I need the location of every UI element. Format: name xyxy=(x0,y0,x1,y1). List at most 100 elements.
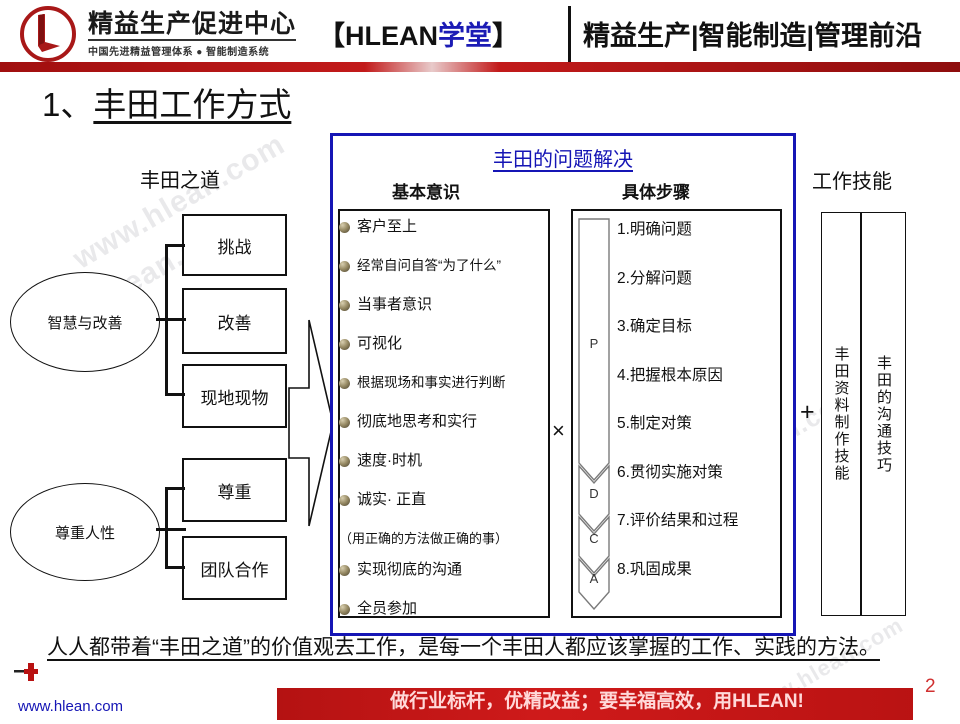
logo-subtitle: 中国先进精益管理体系 ● 智能制造系统 xyxy=(88,47,270,58)
awareness-item-label: 当事者意识 xyxy=(357,296,433,313)
connector-respect-branch-2 xyxy=(165,566,185,569)
footer-banner-tail xyxy=(913,688,960,720)
left-box-genchi: 现地现物 xyxy=(182,364,287,428)
left-box-respect: 尊重 xyxy=(182,458,287,522)
bullet-icon xyxy=(339,604,350,615)
page-number: 2 xyxy=(925,676,936,697)
awareness-item: （用正确的方法做正确的事） xyxy=(339,527,544,555)
connector-respect-spine xyxy=(165,487,168,569)
bracket-left: 【 xyxy=(318,21,345,51)
page-header: 精益生产促进中心 中国先进精益管理体系 ● 智能制造系统 【HLEAN学堂】 精… xyxy=(0,0,960,72)
pdca-label-a: A xyxy=(589,571,599,586)
awareness-item: 彻底地思考和实行 xyxy=(339,410,544,446)
footer-site-url: www.hlean.com xyxy=(18,698,124,715)
step-item: 1.明确问题 xyxy=(617,221,692,238)
title-number: 1、 xyxy=(42,86,94,123)
left-circle-wisdom-label: 智慧与改善 xyxy=(47,314,123,332)
awareness-item-label: 诚实· 正直 xyxy=(357,491,427,508)
step-item: 8.巩固成果 xyxy=(617,560,692,578)
title-text: 丰田工作方式 xyxy=(93,86,292,123)
awareness-item: 可视化 xyxy=(339,332,544,368)
awareness-item-label: 全员参加 xyxy=(357,600,418,617)
operator-plus: + xyxy=(800,398,815,426)
awareness-item: 经常自问自答“为了什么” xyxy=(339,254,544,290)
left-circle-respect-humanity-label: 尊重人性 xyxy=(54,524,115,542)
bullet-icon xyxy=(339,456,350,467)
step-item: 7.评价结果和过程 xyxy=(617,512,739,529)
left-box-teamwork-label: 团队合作 xyxy=(200,560,269,580)
awareness-item-label: （用正确的方法做正确的事） xyxy=(339,531,509,546)
left-box-challenge-label: 挑战 xyxy=(217,237,252,257)
connector-wisdom-spine xyxy=(165,244,168,396)
right-section-label: 工作技能 xyxy=(812,171,892,193)
connector-respect-stem xyxy=(156,528,186,531)
awareness-item: 诚实· 正直 xyxy=(339,488,544,524)
awareness-item: 实现彻底的沟通 xyxy=(339,558,544,594)
awareness-box xyxy=(338,209,550,618)
brand-lean: LEAN xyxy=(364,21,439,51)
bullet-icon xyxy=(339,417,350,428)
awareness-item-label: 彻底地思考和实行 xyxy=(357,413,478,430)
header-red-bar xyxy=(0,62,960,72)
pdca-label-d: D xyxy=(589,486,599,501)
left-section-label: 丰田之道 xyxy=(140,170,220,192)
step-item: 3.确定目标 xyxy=(617,318,692,335)
right-box-doc-skill: 丰田资料制作技能 xyxy=(821,212,861,616)
logo-rule xyxy=(88,39,297,41)
step-item: 2.分解问题 xyxy=(617,269,692,287)
awareness-item: 客户至上 xyxy=(339,215,544,251)
header-tagline: 精益生产|智能制造|管理前沿 xyxy=(583,21,923,51)
step-item: 5.制定对策 xyxy=(617,415,692,432)
logo-icon xyxy=(18,6,80,62)
awareness-item-label: 客户至上 xyxy=(357,218,418,235)
center-col-head-awareness: 基本意识 xyxy=(392,183,460,202)
left-box-teamwork: 团队合作 xyxy=(182,536,287,600)
awareness-item-label: 根据现场和事实进行判断 xyxy=(357,375,506,390)
connector-wisdom-branch-1 xyxy=(165,244,185,247)
center-panel-title: 丰田的问题解决 xyxy=(493,149,633,171)
left-box-kaizen-label: 改善 xyxy=(217,313,252,333)
conclusion-text: 人人都带着“丰田之道”的价值观去工作，是每一个丰田人都应该掌握的工作、实践的方法… xyxy=(47,636,880,659)
awareness-item: 根据现场和事实进行判断 xyxy=(339,371,544,407)
bullet-icon xyxy=(339,378,350,389)
footer-banner xyxy=(277,688,942,720)
pdca-label-p: P xyxy=(589,336,599,351)
left-box-respect-label: 尊重 xyxy=(217,482,252,502)
brand-cn: 学堂 xyxy=(438,21,492,51)
awareness-item-label: 速度·时机 xyxy=(357,452,422,469)
bracket-right: 】 xyxy=(492,21,519,51)
footer-banner-text: 做行业标杆，优精改益；要幸福高效，用HLEAN! xyxy=(390,691,804,712)
connector-wisdom-branch-3 xyxy=(165,393,185,396)
bullet-icon xyxy=(339,565,350,576)
right-box-communication-skill: 丰田的沟通技巧 xyxy=(861,212,906,616)
left-box-challenge: 挑战 xyxy=(182,214,287,276)
step-item: 4.把握根本原因 xyxy=(617,366,723,384)
left-circle-wisdom: 智慧与改善 xyxy=(10,272,160,372)
operator-times: × xyxy=(552,418,565,443)
bullet-icon xyxy=(339,222,350,233)
pdca-arrow: P D C A xyxy=(578,218,610,610)
center-col-head-steps: 具体步骤 xyxy=(622,183,690,202)
pdca-label-c: C xyxy=(589,531,599,546)
page-title: 1、丰田工作方式 xyxy=(42,78,291,126)
awareness-item-label: 可视化 xyxy=(357,335,403,352)
brand-h: H xyxy=(345,21,365,51)
connector-respect-branch-1 xyxy=(165,487,185,490)
awareness-item-label: 实现彻底的沟通 xyxy=(357,561,463,578)
awareness-item: 速度·时机 xyxy=(339,449,544,485)
header-divider xyxy=(568,6,571,62)
right-box-communication-skill-label: 丰田的沟通技巧 xyxy=(875,354,892,474)
brand-hlean-academy: 【HLEAN学堂】 xyxy=(318,14,519,53)
bullet-icon xyxy=(339,495,350,506)
logo-title: 精益生产促进中心 xyxy=(88,9,297,38)
flow-arrow-icon xyxy=(288,319,334,527)
awareness-item: 当事者意识 xyxy=(339,293,544,329)
connector-wisdom-stem xyxy=(156,318,186,321)
left-box-kaizen: 改善 xyxy=(182,288,287,354)
left-box-genchi-label: 现地现物 xyxy=(200,388,269,408)
brand-logo: 精益生产促进中心 中国先进精益管理体系 ● 智能制造系统 xyxy=(18,6,297,62)
bullet-icon xyxy=(339,300,350,311)
right-box-doc-skill-label: 丰田资料制作技能 xyxy=(832,346,850,482)
